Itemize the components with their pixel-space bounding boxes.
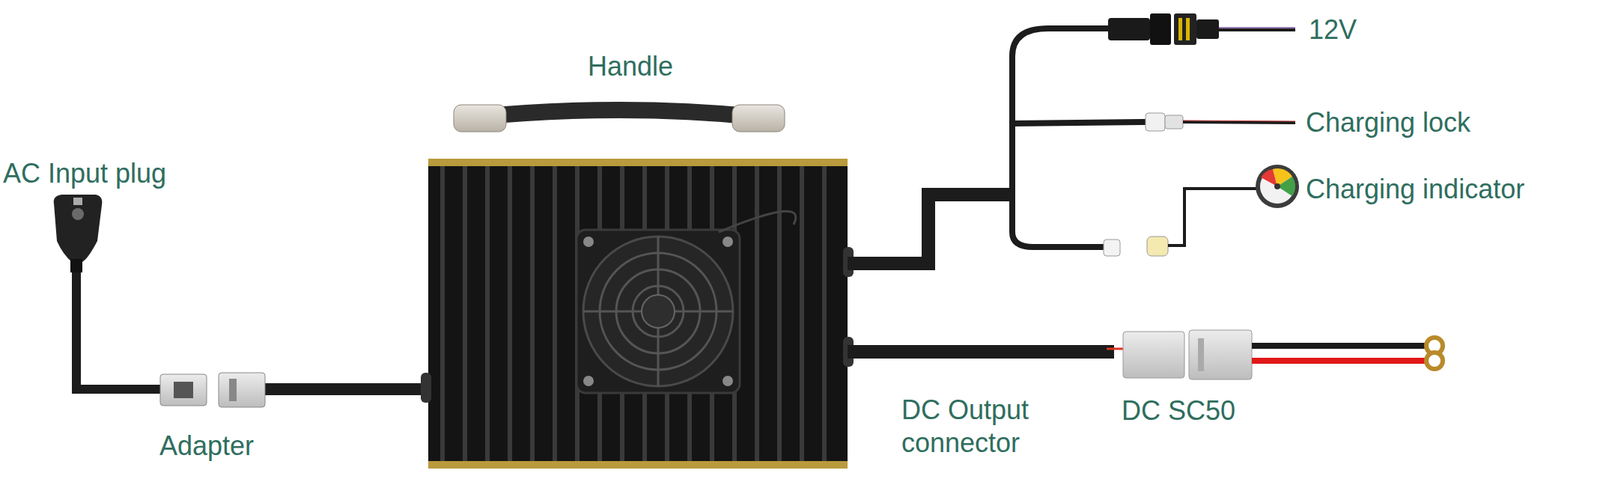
part-name: DC SC50 xyxy=(1121,394,1236,428)
part-name: Handle xyxy=(587,50,674,84)
heatsink-fin xyxy=(552,166,558,462)
charger-body xyxy=(420,158,854,469)
heatsink-fin xyxy=(754,166,760,462)
heatsink-fin xyxy=(822,166,827,462)
ac-plug-picture xyxy=(53,194,431,408)
part-name: AC Input plug xyxy=(2,157,167,191)
part-name: Charging lock xyxy=(1305,106,1471,140)
signal-harness xyxy=(847,13,1300,264)
part-name: Charging indicator xyxy=(1305,172,1525,206)
dc-output-cable xyxy=(847,330,1443,380)
part-name: 12V xyxy=(1308,13,1357,47)
heatsink-fin xyxy=(507,166,513,462)
handle-picture xyxy=(453,104,785,132)
heatsink-fin xyxy=(440,166,445,462)
heatsink-fin xyxy=(462,166,468,462)
heatsink-fin xyxy=(777,166,782,462)
heatsink-fin xyxy=(485,166,490,462)
part-name: Adapter xyxy=(159,429,254,463)
heatsink-fin xyxy=(530,166,535,462)
heatsink-fin xyxy=(799,166,805,462)
part-name: DC Output connector xyxy=(901,393,1089,460)
